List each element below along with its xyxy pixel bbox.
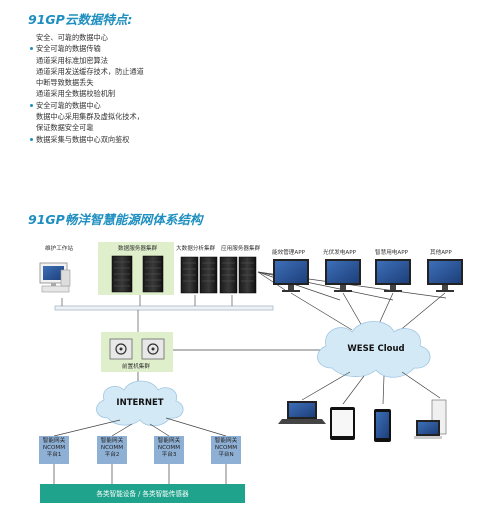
feature-item: 通道采用全数据校验机制 <box>36 89 116 99</box>
server-icon <box>238 256 257 294</box>
architecture-title: 91GP畅洋智慧能源网体系结构 <box>28 212 203 227</box>
monitor-icon <box>375 259 411 292</box>
gateway-label: 智能网关 NCOMM 平台1 <box>39 438 69 459</box>
router-icon <box>109 338 133 360</box>
gateway-box <box>39 436 69 464</box>
app-label: 光伏发电APP <box>323 250 356 256</box>
gateway-connectors <box>53 464 227 484</box>
monitor-icon <box>273 259 309 292</box>
bus-connectors <box>61 295 233 332</box>
laptop-icon <box>278 401 326 424</box>
cluster-label: 应用服务器集群 <box>221 246 261 252</box>
internet-label: INTERNET <box>116 398 164 408</box>
gateway-box <box>211 436 241 464</box>
feature-item: 数据中心采用集群及虚拟化技术， <box>36 112 144 122</box>
feature-item: 通道采用标准加密算法 <box>36 55 108 65</box>
cluster-label: 数据服务器集群 <box>118 246 158 252</box>
feature-item: 安全、可靠的数据中心 <box>36 33 108 42</box>
server-icon <box>199 256 218 294</box>
gateway-label-line: 智能网关 <box>100 438 124 444</box>
sensor-bar-label: 各类智能设备 / 各类智能传感器 <box>96 490 189 498</box>
monitor-icon <box>325 259 361 292</box>
gateway-label-line: NCOMM <box>42 445 66 451</box>
gateway-label-line: NCOMM <box>157 445 181 451</box>
internet-connectors <box>53 417 227 437</box>
tablet-icon <box>330 407 355 440</box>
router-icon <box>141 338 165 360</box>
cloud-label: WESE Cloud <box>347 344 405 354</box>
feature-item: 通道采用发送缓存技术，防止通道 <box>36 66 144 76</box>
server-icon <box>142 255 164 293</box>
app-label: 其他APP <box>430 250 452 256</box>
gateway-label-line: 智能网关 <box>214 438 238 444</box>
gateway-label: 智能网关 NCOMM 平台N <box>211 438 241 459</box>
gateway-label-line: 平台N <box>218 452 234 458</box>
wese-cloud <box>317 321 431 378</box>
features-list: 安全、可靠的数据中心 安全可靠的数据传输 通道采用标准加密算法 通道采用发送缓存… <box>30 32 144 145</box>
gateway-box <box>97 436 127 464</box>
workstation-icon <box>39 262 71 293</box>
server-icon <box>111 255 133 293</box>
gateway-label-line: 平台3 <box>161 452 177 458</box>
feature-item: 数据采集与数据中心双向鉴权 <box>30 134 144 145</box>
desktop-icon <box>414 399 447 439</box>
network-bus <box>54 305 274 311</box>
frontend-label: 前置机集群 <box>122 364 150 370</box>
cluster-label: 大数据分析集群 <box>176 246 216 252</box>
gateway-label-line: NCOMM <box>214 445 238 451</box>
feature-item: 中断导致数据丢失 <box>36 78 94 88</box>
cloud-connectors-top <box>290 292 446 333</box>
monitor-icon <box>427 259 463 292</box>
internet-cloud <box>96 380 184 427</box>
feature-item: 保证数据安全可靠 <box>36 123 94 133</box>
gateway-label-line: NCOMM <box>100 445 124 451</box>
app-label: 智慧用电APP <box>375 250 408 256</box>
server-icon <box>180 256 199 294</box>
feature-item: 安全可靠的数据中心 <box>30 100 144 111</box>
gateway-label: 智能网关 NCOMM 平台2 <box>97 438 127 459</box>
gateway-label: 智能网关 NCOMM 平台3 <box>154 438 184 459</box>
app-label: 能效管理APP <box>272 250 305 256</box>
sensor-bar <box>40 484 245 503</box>
gateway-label-line: 智能网关 <box>42 438 66 444</box>
phone-icon <box>374 409 391 442</box>
gateway-box <box>154 436 184 464</box>
gateway-label-line: 智能网关 <box>157 438 181 444</box>
gateway-label-line: 平台2 <box>104 452 120 458</box>
feature-item: 安全可靠的数据传输 <box>30 43 144 54</box>
server-icon <box>219 256 238 294</box>
cloud-connectors-bottom <box>301 371 441 405</box>
workstation-label: 维护工作站 <box>45 246 73 252</box>
gateway-label-line: 平台1 <box>46 452 62 458</box>
features-title: 91GP云数据特点: <box>28 12 133 27</box>
